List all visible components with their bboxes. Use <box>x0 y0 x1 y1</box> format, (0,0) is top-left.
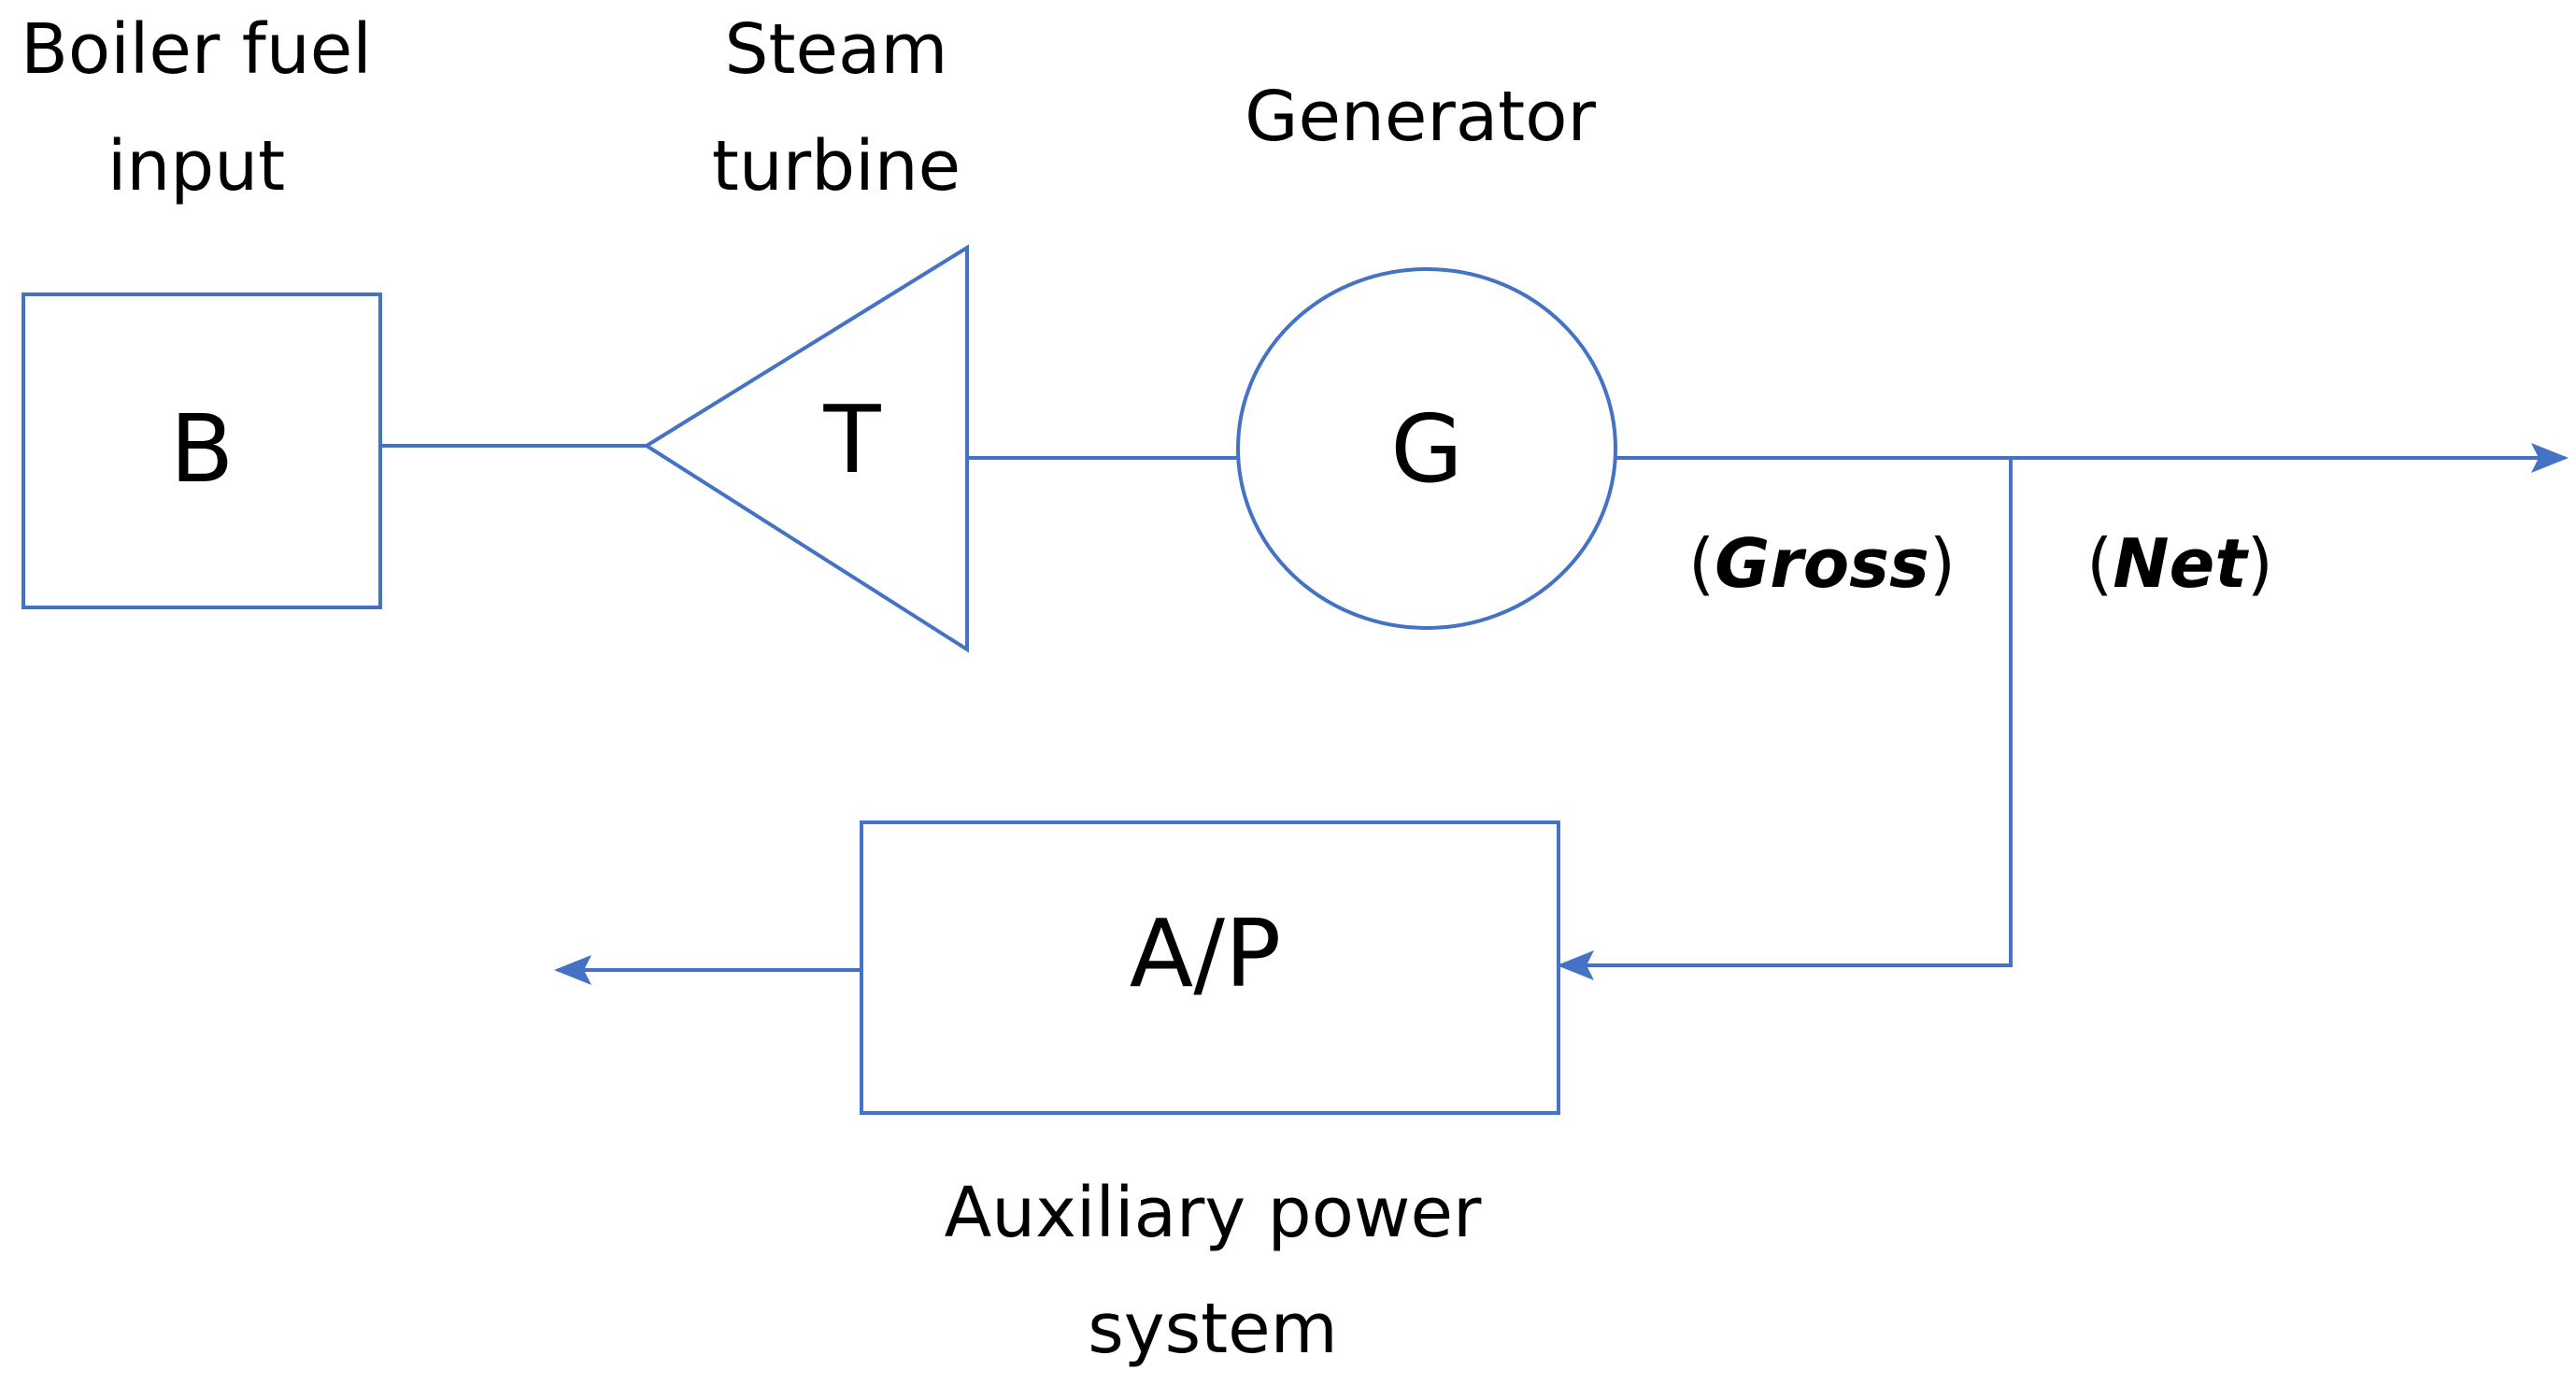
generator-circle <box>1236 267 1617 630</box>
auxiliary-symbol: A/P <box>1130 899 1281 1008</box>
boiler-box <box>21 292 382 609</box>
boiler-symbol: B <box>170 394 235 504</box>
turbine-label-line2: turbine <box>712 126 961 207</box>
net-label: (Net) <box>2086 524 2273 603</box>
auxiliary-label-line1: Auxiliary power <box>945 1173 1482 1253</box>
generator-label: Generator <box>1245 77 1596 157</box>
turbine-label-line1: Steam <box>725 9 948 90</box>
boiler-label-line1: Boiler fuel <box>21 9 372 90</box>
gross-text: Gross <box>1715 524 1929 603</box>
gross-label: (Gross) <box>1688 524 1956 603</box>
net-text: Net <box>2113 524 2249 603</box>
auxiliary-label-line2: system <box>1088 1289 1338 1369</box>
auxiliary-box <box>860 820 1560 1115</box>
auxiliary-branch-line <box>1557 458 2013 980</box>
turbine-triangle <box>643 244 969 653</box>
turbine-symbol: T <box>822 385 881 494</box>
boiler-label-line2: input <box>107 126 285 207</box>
generator-symbol: G <box>1390 394 1463 504</box>
